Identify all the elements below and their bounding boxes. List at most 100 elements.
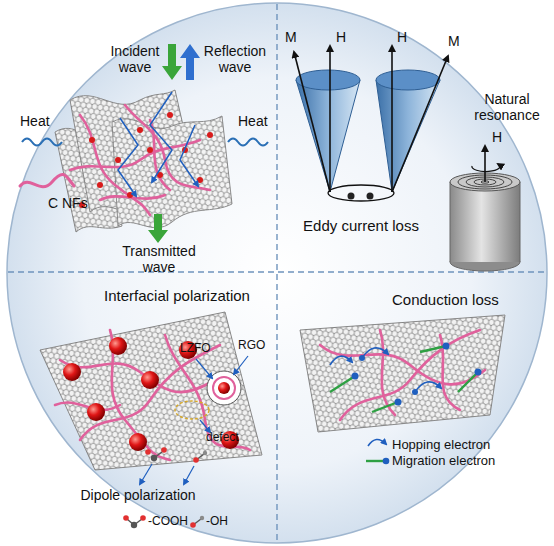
carbon-nanofiber [60, 360, 215, 392]
fiber-key-symbol [20, 174, 74, 186]
field-vector [329, 46, 331, 192]
magnetic-particle [137, 127, 143, 133]
electron-path [359, 355, 365, 361]
electron-path [372, 402, 398, 412]
annotation-label: M [285, 30, 297, 46]
carbon-nanofiber [70, 140, 200, 170]
electron-path [443, 343, 450, 350]
lzfo-particle [109, 337, 127, 355]
resonance-cylinder [450, 146, 520, 271]
annotation-label: Heat [238, 114, 268, 130]
lzfo-particle [87, 403, 105, 421]
functional-group [151, 455, 157, 461]
annotation-label: LZFO [180, 342, 211, 355]
carbon-nanofiber [55, 330, 250, 460]
electron-path [352, 373, 359, 380]
electron-key-symbol [383, 458, 390, 465]
annotation-label: Incident wave [104, 44, 166, 75]
annotation-label: Eddy current loss [291, 218, 431, 235]
defect-marker [175, 401, 209, 419]
graphene-sheet [40, 312, 262, 470]
magnetic-particle [197, 177, 203, 183]
magnetic-particle [207, 132, 213, 138]
functional-group [140, 447, 207, 484]
electron-path [395, 399, 402, 406]
group-key-symbol [123, 515, 129, 521]
carbon-nanofiber [55, 403, 120, 410]
heat-wave [228, 139, 268, 146]
annotation-label: RGO [238, 339, 265, 352]
background-disc [7, 3, 547, 543]
heat-wave [22, 139, 62, 146]
carbon-nanofiber [70, 105, 210, 215]
group-key-symbol [123, 515, 204, 528]
carbon-nanofiber [110, 330, 170, 460]
resonance-cylinder [450, 182, 520, 262]
lzfo-particle [129, 433, 147, 451]
eddy-current-orbit [348, 193, 355, 200]
zoom-inset [234, 356, 248, 374]
magnetic-particle [167, 112, 173, 118]
annotation-label: Conduction loss [392, 292, 499, 309]
group-key-symbol [140, 515, 146, 521]
group-key-symbol [200, 516, 204, 520]
graphene-sheet [112, 116, 232, 228]
carbon-nanofiber [340, 330, 480, 420]
annotation-label: H [336, 30, 346, 46]
annotation-label: C NFs [48, 196, 88, 212]
precession-cone [296, 70, 440, 192]
quadrant-divider [8, 4, 546, 542]
magnetic-particle [97, 182, 103, 188]
annotation-label: Interfacial polarization [72, 288, 282, 305]
annotation-label: Hopping electron [392, 438, 490, 453]
magnetic-particle [127, 192, 133, 198]
annotation-label: H [397, 30, 407, 46]
quadrant-divider [276, 4, 277, 542]
electron-path [330, 376, 355, 392]
field-vector [392, 56, 448, 192]
electron-path [415, 382, 441, 392]
electron-path [330, 343, 482, 413]
functional-group [203, 451, 207, 455]
group-key-symbol [190, 522, 196, 528]
electron-path [362, 348, 388, 358]
functional-group [145, 449, 151, 455]
wave-arrow [148, 44, 200, 243]
resonance-cylinder [450, 182, 451, 262]
annotation-label: -COOH [148, 515, 188, 528]
electron-key-symbol [366, 439, 389, 464]
annotation-label: defect [206, 431, 239, 444]
carbon-nanofiber [440, 335, 460, 410]
annotation-label: H [492, 130, 502, 146]
annotation-label: Heat [20, 114, 50, 130]
multiple-reflection-arrow [180, 125, 198, 186]
resonance-cylinder [472, 164, 500, 172]
electron-key-symbol [366, 460, 384, 462]
graphene-sheet [112, 116, 232, 228]
zoom-inset [196, 356, 248, 405]
background-disc [7, 3, 547, 543]
zoom-inset [207, 371, 241, 405]
annotation-label: -OH [206, 515, 228, 528]
graphene-sheet [300, 315, 505, 432]
magnetic-particle [147, 147, 153, 153]
electron-key-symbol [368, 439, 386, 446]
precession-cone [296, 70, 360, 90]
carbon-nanofiber [320, 330, 485, 420]
field-vector [294, 52, 330, 192]
precession-cone [376, 70, 440, 90]
annotation-label: Natural resonance [466, 92, 548, 123]
multiple-reflection-arrow [118, 118, 138, 196]
zoom-inset [196, 359, 212, 378]
annotation-label: M [448, 34, 460, 50]
heat-wave [22, 139, 268, 146]
annotation-label: Dipole polarization [58, 488, 218, 504]
graphene-sheet [40, 312, 262, 470]
graphene-sheet [300, 315, 505, 432]
carbon-nanofiber [320, 345, 485, 384]
group-key-symbol [131, 522, 137, 528]
annotation-label: Migration electron [392, 454, 495, 469]
electron-path [420, 346, 446, 352]
electron-path [458, 372, 478, 392]
annotation-label: Reflection wave [198, 44, 272, 75]
